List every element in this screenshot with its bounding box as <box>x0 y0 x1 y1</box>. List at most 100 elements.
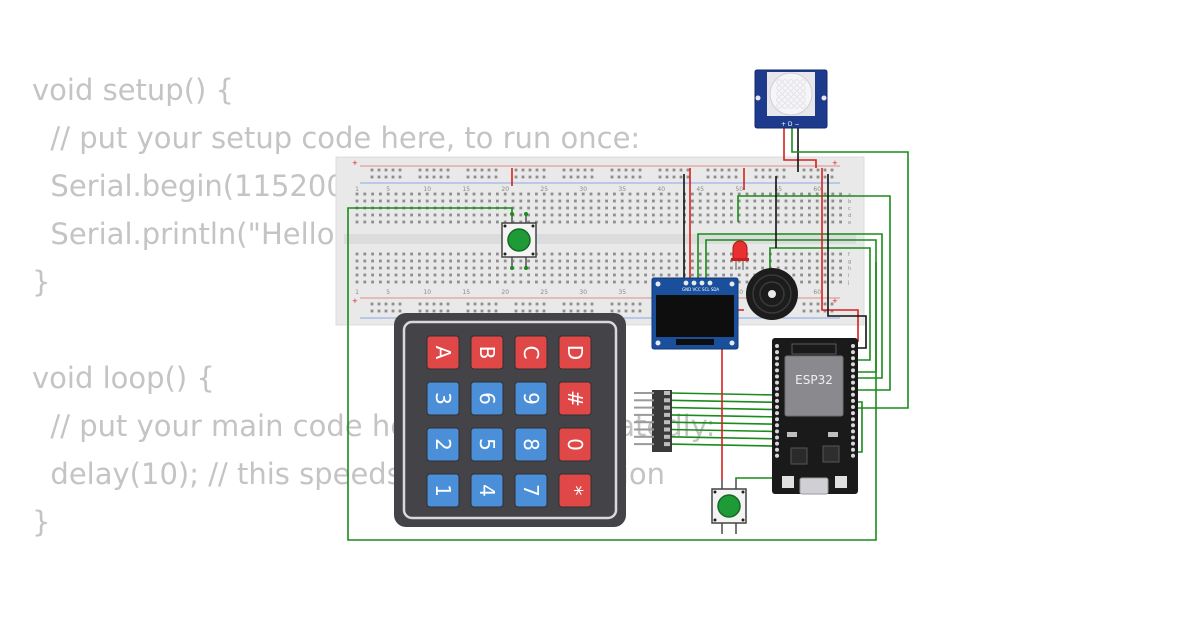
oled-display[interactable]: GND VCC SCL SDA <box>651 277 739 350</box>
keypad-key[interactable]: 9 <box>514 381 548 416</box>
wire-green-keypad[interactable] <box>669 436 777 440</box>
keypad-key[interactable]: 2 <box>426 427 460 462</box>
keypad-key[interactable]: 0 <box>558 427 592 462</box>
wire-green-keypad[interactable] <box>669 392 777 396</box>
keypad-key-label: D <box>563 345 587 360</box>
keypad-key[interactable]: B <box>470 335 504 370</box>
keypad-key-label: 6 <box>475 392 499 405</box>
pushbutton-top[interactable] <box>501 212 537 270</box>
row-letter: d <box>848 213 851 219</box>
keypad-key-label: 5 <box>475 438 499 451</box>
wire-black-rail-esp32[interactable] <box>827 174 867 349</box>
keypad-key-label: 7 <box>519 484 543 497</box>
column-number: 40 <box>657 186 665 193</box>
keypad-key[interactable]: * <box>558 473 592 508</box>
keypad[interactable]: A B C D 3 6 9 #2 5 8 0 1 4 7 * <box>394 313 672 527</box>
column-number: 50 <box>735 186 743 193</box>
code-line: void setup() { <box>32 73 234 107</box>
oled-pin-labels: GND VCC SCL SDA <box>682 287 719 292</box>
keypad-key-label: * <box>563 486 587 496</box>
column-number: 30 <box>579 186 587 193</box>
wire-green-oled-scl[interactable] <box>697 233 883 379</box>
wire-green-keypad[interactable] <box>669 406 777 411</box>
keypad-key-label: 9 <box>519 392 543 405</box>
pir-dome-facets <box>776 79 806 109</box>
row-letter: b <box>848 199 851 205</box>
keypad-key[interactable]: 1 <box>426 473 460 508</box>
wire-green-keypad[interactable] <box>669 428 777 433</box>
pushbutton-bottom[interactable] <box>711 480 747 534</box>
pir-pin-labels: + D − <box>781 121 800 128</box>
keypad-key[interactable]: 3 <box>426 381 460 416</box>
wire-red-rail-esp32[interactable] <box>821 168 859 342</box>
wire-green-pir[interactable] <box>791 128 909 409</box>
row-letter: j <box>847 280 849 286</box>
wire-green-keypad[interactable] <box>669 399 777 404</box>
esp32-boot-button[interactable] <box>782 476 794 488</box>
keypad-key-label: 3 <box>431 392 455 405</box>
keypad-key[interactable]: # <box>558 381 592 416</box>
keypad-key-label: C <box>519 346 543 360</box>
code-line: } <box>32 505 51 539</box>
keypad-key-label: 8 <box>519 438 543 451</box>
keypad-ribbon-wires <box>669 392 777 447</box>
code-line: Serial.begin(115200); <box>32 169 366 203</box>
column-number: 45 <box>696 186 704 193</box>
keypad-key[interactable]: 8 <box>514 427 548 462</box>
keypad-key[interactable]: C <box>514 335 548 370</box>
row-letter: a <box>848 192 851 198</box>
pushbutton-bottom-cap[interactable] <box>717 494 741 518</box>
keypad-key-label: A <box>431 346 455 360</box>
wire-green-keypad[interactable] <box>669 443 777 447</box>
keypad-key-label: 4 <box>475 484 499 497</box>
wire-green-oled-sda[interactable] <box>705 239 877 373</box>
row-letter: e <box>848 220 851 226</box>
keypad-keys: A B C D 3 6 9 #2 5 8 0 1 4 7 * <box>426 335 592 508</box>
row-letter: f <box>848 252 850 258</box>
rail-plus-label-bottom: + <box>352 297 358 305</box>
esp32-board[interactable]: ESP32 <box>772 338 858 495</box>
code-line: } <box>32 265 51 299</box>
led-red-dome <box>732 240 748 261</box>
pir-sensor[interactable]: + D − <box>754 69 828 129</box>
wire-green-esp32-right[interactable] <box>856 401 863 453</box>
keypad-key[interactable]: D <box>558 335 592 370</box>
wire-green-buzzer[interactable] <box>769 247 871 361</box>
keypad-connector-pins <box>634 391 670 447</box>
column-number: 35 <box>618 289 626 296</box>
column-number: 60 <box>813 186 821 193</box>
wire-red-pir[interactable] <box>783 128 817 168</box>
column-number: 15 <box>462 289 470 296</box>
wire-green-lower-button[interactable] <box>735 456 777 488</box>
row-letter: c <box>848 206 851 212</box>
wire-green-outer-loop[interactable] <box>347 207 877 541</box>
buzzer[interactable] <box>746 268 798 320</box>
keypad-key[interactable]: 6 <box>470 381 504 416</box>
keypad-key[interactable]: 4 <box>470 473 504 508</box>
column-number: 60 <box>813 289 821 296</box>
wire-green-led[interactable] <box>737 195 891 391</box>
code-line: void loop() { <box>32 361 215 395</box>
row-letter: g <box>848 259 851 265</box>
column-number: 15 <box>462 186 470 193</box>
keypad-key[interactable]: 5 <box>470 427 504 462</box>
code-line: // put your setup code here, to run once… <box>32 121 641 155</box>
pushbutton-top-cap[interactable] <box>507 228 531 252</box>
wire-green-keypad[interactable] <box>669 421 777 425</box>
keypad-key-label: 1 <box>431 484 455 497</box>
keypad-key[interactable]: 7 <box>514 473 548 508</box>
column-number: 55 <box>774 186 782 193</box>
column-number: 1 <box>355 186 359 193</box>
esp32-en-button[interactable] <box>835 476 847 488</box>
column-number: 10 <box>423 186 431 193</box>
keypad-key[interactable]: A <box>426 335 460 370</box>
breadboard-center-channel <box>344 234 856 244</box>
column-number: 20 <box>501 186 509 193</box>
breadboard-holes <box>355 168 842 313</box>
column-number: 50 <box>735 289 743 296</box>
led-red[interactable] <box>731 240 749 270</box>
wire-green-keypad[interactable] <box>669 414 777 418</box>
